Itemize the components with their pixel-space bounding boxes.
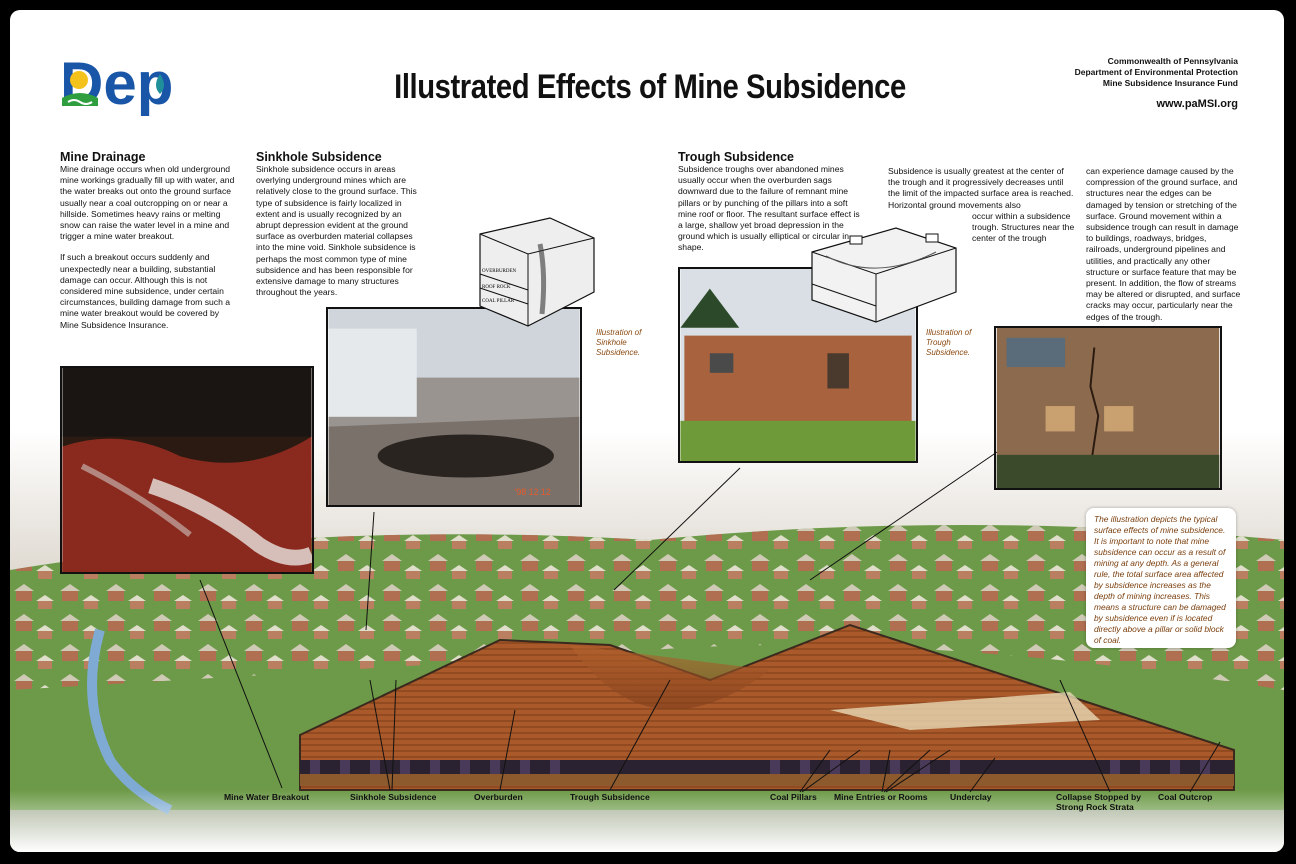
label-line: Collapse Stopped by	[1056, 792, 1141, 802]
trough-paragraph-3: can experience damage caused by the comp…	[1086, 166, 1241, 322]
label-trough-subsidence: Trough Subsidence	[570, 792, 650, 802]
label-coal-outcrop: Coal Outcrop	[1158, 792, 1213, 802]
info-note: The illustration depicts the typical sur…	[1086, 508, 1236, 648]
dep-logo: Dep	[60, 50, 173, 116]
label-sinkhole-subsidence: Sinkhole Subsidence	[350, 792, 437, 802]
label-line: Strong Rock Strata	[1056, 802, 1134, 812]
diagram-label: OVERBURDEN	[482, 269, 517, 274]
label-underclay: Underclay	[950, 792, 992, 802]
strong-rock-strata	[830, 692, 1100, 730]
coal-seam	[300, 760, 1234, 774]
water-wave-icon	[67, 99, 93, 105]
diagram-label: COAL PILLAR	[482, 299, 515, 304]
label-coal-pillars: Coal Pillars	[770, 792, 817, 802]
trough-illustration-caption: Illustration of Trough Subsidence.	[926, 328, 972, 357]
org-line: Department of Environmental Protection	[1074, 67, 1238, 77]
label-mine-water-breakout: Mine Water Breakout	[224, 792, 310, 802]
label-collapse-stopped: Collapse Stopped by Strong Rock Strata	[1056, 792, 1141, 812]
trough-paragraph-2: Subsidence is usually greatest at the ce…	[888, 166, 1074, 210]
trough-diagram	[811, 227, 957, 323]
org-block: Commonwealth of Pennsylvania Department …	[1075, 56, 1238, 89]
label-mine-entries: Mine Entries or Rooms	[834, 792, 928, 802]
org-line: Commonwealth of Pennsylvania	[1107, 56, 1238, 66]
diagram-label: ROOF ROCK	[482, 285, 511, 290]
poster: Dep Illustrated Effects of Mine Subsiden…	[10, 10, 1284, 852]
page-title: Illustrated Effects of Mine Subsidence	[394, 68, 906, 106]
sinkhole-illustration-caption: Illustration of Sinkhole Subsidence.	[596, 328, 642, 357]
sinkhole-photo: '98 12 12	[326, 307, 582, 507]
paragraph: If such a breakout occurs suddenly and u…	[60, 252, 231, 330]
paragraph: Sinkhole subsidence occurs in areas over…	[256, 164, 417, 298]
landscape-illustration	[10, 430, 1284, 852]
website-link[interactable]: www.paMSI.org	[1156, 98, 1239, 110]
paragraph: Mine drainage occurs when old undergroun…	[60, 164, 235, 242]
org-line: Mine Subsidence Insurance Fund	[1102, 78, 1238, 88]
sinkhole-section: Sinkhole Subsidence Sinkhole subsidence …	[256, 150, 426, 308]
trough-paragraph-2b: occur within a subsidence trough. Struct…	[972, 211, 1075, 244]
paragraph: Subsidence troughs over abandoned mines …	[678, 164, 860, 253]
section-heading: Trough Subsidence	[678, 150, 794, 164]
water-drop-icon	[156, 74, 164, 94]
section-heading: Mine Drainage	[60, 150, 146, 164]
photo-date-stamp: '98 12 12	[515, 487, 551, 497]
label-overburden: Overburden	[474, 792, 523, 802]
cracked-wall-photo	[994, 326, 1222, 490]
trough-sag	[570, 645, 770, 710]
trough-section: Trough Subsidence Subsidence troughs ove…	[678, 150, 866, 264]
underclay-layer	[300, 774, 1234, 786]
mine-drainage-section: Mine Drainage Mine drainage occurs when …	[60, 150, 238, 341]
callout-lines	[199, 449, 1221, 793]
sinkhole-diagram: OVERBURDEN ROOF ROCK COAL PILLAR	[479, 217, 595, 327]
sun-icon	[70, 71, 88, 89]
bottom-fade	[10, 790, 1284, 852]
section-heading: Sinkhole Subsidence	[256, 150, 382, 164]
houses-layer	[10, 525, 1284, 690]
mine-water-breakout-photo	[60, 366, 314, 574]
